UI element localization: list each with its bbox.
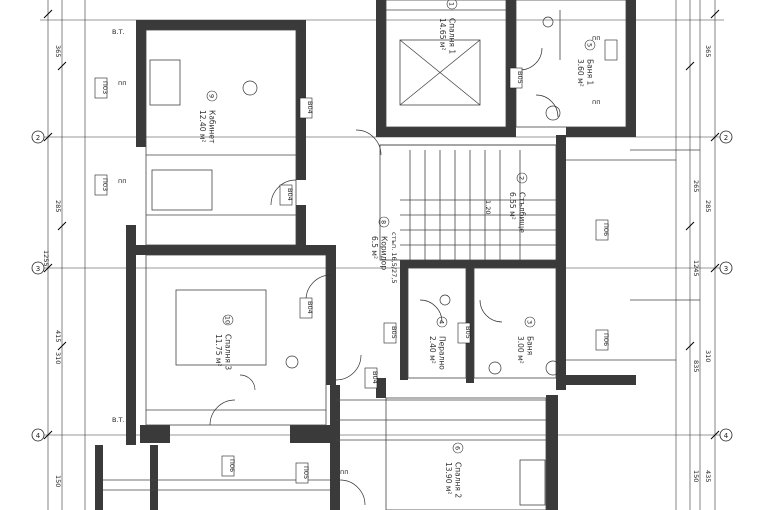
right-dim-3: 285: [704, 200, 712, 212]
door-tag-4: В05: [390, 326, 398, 339]
left-dim-2: 285: [54, 200, 62, 212]
door-tag-7: В04: [306, 101, 314, 114]
right-dim-2: 265: [692, 180, 700, 192]
room-10-area: 11.75 м²: [214, 334, 223, 367]
axis-label-right-3: 3: [724, 265, 728, 273]
window-tag-1: П03: [101, 81, 109, 94]
bt-label-top: В.Т.: [112, 28, 125, 36]
axis-label-right-4: 4: [724, 432, 729, 440]
axis-label-left-3: 3: [36, 265, 40, 273]
right-dim-5: 310: [704, 350, 712, 362]
gl-label-4: пп: [592, 34, 601, 42]
gl-label-1: пп: [118, 79, 127, 87]
axis-bubbles: [31, 130, 733, 442]
bt-label-bottom: В.Т.: [112, 416, 125, 424]
room-8-num: 8: [380, 220, 388, 224]
opening-tags: [94, 39, 618, 484]
room-9-num: 9: [208, 94, 216, 98]
room-5-area: 3.60 м²: [576, 59, 585, 87]
room-6-name: Спалня 2: [454, 462, 463, 498]
door-swings: [209, 16, 561, 506]
axis-label-right-2: 2: [724, 134, 728, 142]
right-dim-7: 435: [704, 470, 712, 482]
opening-tag-texts: В04 В04 В04 В05 В05 В05 В04 П03 П03 П06 …: [101, 71, 610, 479]
room-3-num: 3: [526, 320, 534, 324]
room-3-name: Баня: [526, 336, 535, 355]
window-tag-2: П03: [101, 178, 109, 191]
room-5-num: 5: [586, 43, 594, 47]
gl-label-2: пп: [118, 177, 127, 185]
stair-text: стъп. 16,5/27,5: [390, 232, 398, 283]
room-4-num: 4: [438, 320, 446, 324]
room-4-name: Перално: [438, 336, 447, 370]
room-5-name: Баня 1: [586, 59, 595, 86]
left-dim-5: 310: [54, 352, 62, 364]
door-tag-6: В05: [516, 71, 524, 84]
room-3-area: 3.00 м²: [516, 336, 525, 364]
room-8-area: 6.5 м²: [370, 236, 379, 259]
dim-ticks: [43, 9, 720, 440]
left-dim-3: 415: [54, 330, 62, 342]
window-tag-5: П06: [228, 459, 236, 472]
room-2-num: 2: [518, 176, 526, 180]
left-dim-1: 365: [54, 45, 62, 57]
left-dim-6: 150: [54, 475, 62, 487]
room-8-name: Коридор: [380, 236, 389, 270]
door-tag-2: В04: [306, 301, 314, 314]
left-dim-4: 1255: [42, 250, 50, 267]
right-dim-8: 150: [692, 470, 700, 482]
room-10-num: 10: [224, 316, 232, 324]
door-tag-1: В04: [286, 188, 294, 201]
room-10-name: Спалня 3: [224, 334, 233, 370]
window-tag-3: П06: [602, 223, 610, 236]
room-6-num: 6: [454, 446, 462, 450]
room-4-area: 2.40 м²: [428, 336, 437, 364]
room-9-area: 12.40 м²: [198, 110, 207, 143]
room-1-area: 14.65 м²: [438, 18, 447, 51]
axis-label-left-2: 2: [36, 134, 40, 142]
right-dim-4: 1245: [692, 260, 700, 277]
thin-walls: [103, 0, 700, 510]
room-1-name: Спалня 1: [448, 18, 457, 54]
axis-label-left-4: 4: [36, 432, 41, 440]
door-tag-5: В05: [464, 326, 472, 339]
room-2-name: Стълбище: [518, 192, 527, 233]
gl-label-3: пп: [592, 98, 601, 106]
window-tag-6: П05: [302, 466, 310, 479]
room-labels: 9 Кабинет 12.40 м² 10 Спалня 3 11.75 м² …: [198, 0, 596, 498]
right-dim-1: 365: [704, 45, 712, 57]
right-dim-6: 835: [692, 360, 700, 372]
room-1-num: 1: [448, 2, 456, 6]
gl-label-5: пп: [340, 468, 349, 476]
stair-rise: 1.20: [484, 200, 492, 214]
room-9-name: Кабинет: [208, 110, 217, 144]
door-tag-3: В04: [371, 371, 379, 384]
room-6-area: 13.90 м²: [444, 462, 453, 495]
window-tag-4: П06: [602, 333, 610, 346]
room-2-area: 6.55 м²: [508, 192, 517, 220]
